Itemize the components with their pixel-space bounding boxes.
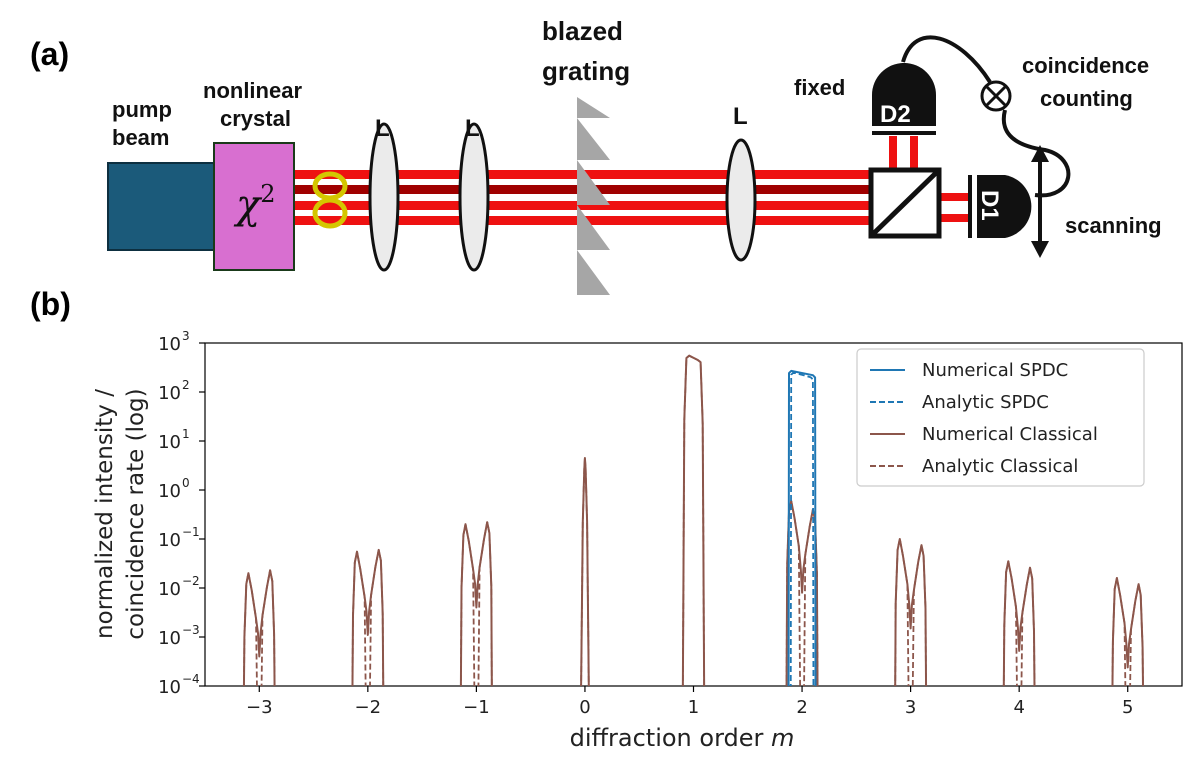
coincidence-wire xyxy=(901,35,1071,198)
crystal-label-line1: nonlinear xyxy=(203,78,302,103)
classical-analytic-peak xyxy=(580,457,590,686)
y-tick-exponent: −3 xyxy=(182,623,200,637)
fixed-label: fixed xyxy=(794,75,845,100)
y-tick-label: 10 xyxy=(158,530,181,551)
lens-2 xyxy=(458,122,490,272)
coincidence-label-line1: coincidence xyxy=(1022,53,1149,78)
lens-3 xyxy=(725,138,757,262)
pump-label-line2: beam xyxy=(112,125,169,150)
y-tick-label: 10 xyxy=(158,432,181,453)
beam-splitter xyxy=(868,167,942,239)
classical-analytic-peak xyxy=(1002,560,1036,686)
blazed-grating xyxy=(577,97,610,295)
beam-d1-top xyxy=(940,193,970,201)
x-tick-label: 5 xyxy=(1122,697,1133,718)
beam-3 xyxy=(295,201,875,210)
spdc-numerical-peak xyxy=(787,369,817,686)
x-tick-label: 2 xyxy=(796,697,807,718)
y-tick-label: 10 xyxy=(158,677,181,698)
classical-analytic-peak xyxy=(243,569,276,686)
lens-1 xyxy=(368,122,400,272)
x-tick-label: 1 xyxy=(688,697,699,718)
classical-numerical-peak xyxy=(681,354,706,686)
legend-entry: Numerical Classical xyxy=(922,424,1098,445)
y-tick-exponent: −1 xyxy=(182,525,200,539)
legend-entry: Analytic Classical xyxy=(922,456,1078,477)
coincidence-label-line2: counting xyxy=(1040,86,1133,111)
spdc-analytic-peak xyxy=(789,371,815,686)
lens-3-label: L xyxy=(733,103,748,130)
classical-analytic-peak xyxy=(1111,577,1144,686)
legend-entry: Analytic SPDC xyxy=(922,392,1049,413)
detector-d1: D1 xyxy=(968,175,1032,238)
classical-analytic-peak xyxy=(459,521,493,686)
x-tick-label: 0 xyxy=(579,697,590,718)
series-layer xyxy=(242,354,1144,686)
panel-a: (a) pump beam χ2 nonlinear crystal xyxy=(30,16,1162,295)
classical-analytic-peak xyxy=(681,354,706,686)
x-axis-ticks: −3 −2 −1 0 1 2 3 4 5 xyxy=(246,686,1133,718)
legend-entry: Numerical SPDC xyxy=(922,360,1068,381)
classical-analytic-peak xyxy=(894,538,927,686)
y-tick-exponent: −4 xyxy=(182,672,200,686)
y-tick-exponent: 0 xyxy=(182,476,190,490)
y-tick-label: 10 xyxy=(158,628,181,649)
y-tick-exponent: 2 xyxy=(182,378,190,392)
d1-label: D1 xyxy=(976,190,1003,221)
beam-d1-bottom xyxy=(940,214,970,222)
panel-b-label: (b) xyxy=(30,286,71,322)
lens-1-label: L xyxy=(375,115,390,142)
panel-a-label: (a) xyxy=(30,36,69,72)
classical-analytic-peak xyxy=(351,549,385,686)
x-tick-label: 3 xyxy=(905,697,916,718)
y-tick-label: 10 xyxy=(158,579,181,600)
crystal-symbol: χ2 xyxy=(233,180,276,228)
scanning-label: scanning xyxy=(1065,213,1162,238)
nonlinear-crystal-box xyxy=(213,142,295,271)
x-tick-label: −3 xyxy=(246,697,273,718)
entanglement-loop-icon xyxy=(312,171,348,229)
y-axis-title-line2: coincidence rate (log) xyxy=(123,388,149,639)
x-tick-label: −1 xyxy=(463,697,490,718)
beam-d2-left xyxy=(889,136,897,172)
coincidence-counter-icon xyxy=(980,80,1012,112)
grating-label-line1: blazed xyxy=(542,16,623,46)
y-tick-exponent: 1 xyxy=(182,427,190,441)
y-tick-exponent: 3 xyxy=(182,329,190,343)
crystal-label-line2: crystal xyxy=(220,106,291,131)
detector-d2: D2 xyxy=(872,63,936,135)
x-axis-title: diffraction order m xyxy=(570,724,795,752)
classical-numerical-peak xyxy=(580,457,590,686)
x-tick-label: 4 xyxy=(1013,697,1024,718)
d2-label: D2 xyxy=(880,101,911,128)
y-axis-title-line1: normalized intensity / xyxy=(92,389,118,639)
y-tick-exponent: −2 xyxy=(182,574,200,588)
scanning-arrow xyxy=(1031,145,1049,258)
legend-box xyxy=(856,348,1145,487)
beam-d2-right xyxy=(910,136,918,172)
y-tick-label: 10 xyxy=(158,383,181,404)
legend: Numerical SPDC Analytic SPDC Numerical Cla… xyxy=(856,348,1145,487)
lens-2-label: L xyxy=(465,115,480,142)
x-tick-label: −2 xyxy=(355,697,382,718)
grating-label-line2: grating xyxy=(542,56,630,86)
y-tick-label: 10 xyxy=(158,481,181,502)
y-tick-label: 10 xyxy=(158,334,181,355)
pump-beam-box xyxy=(107,162,217,251)
pump-label-line1: pump xyxy=(112,97,172,122)
